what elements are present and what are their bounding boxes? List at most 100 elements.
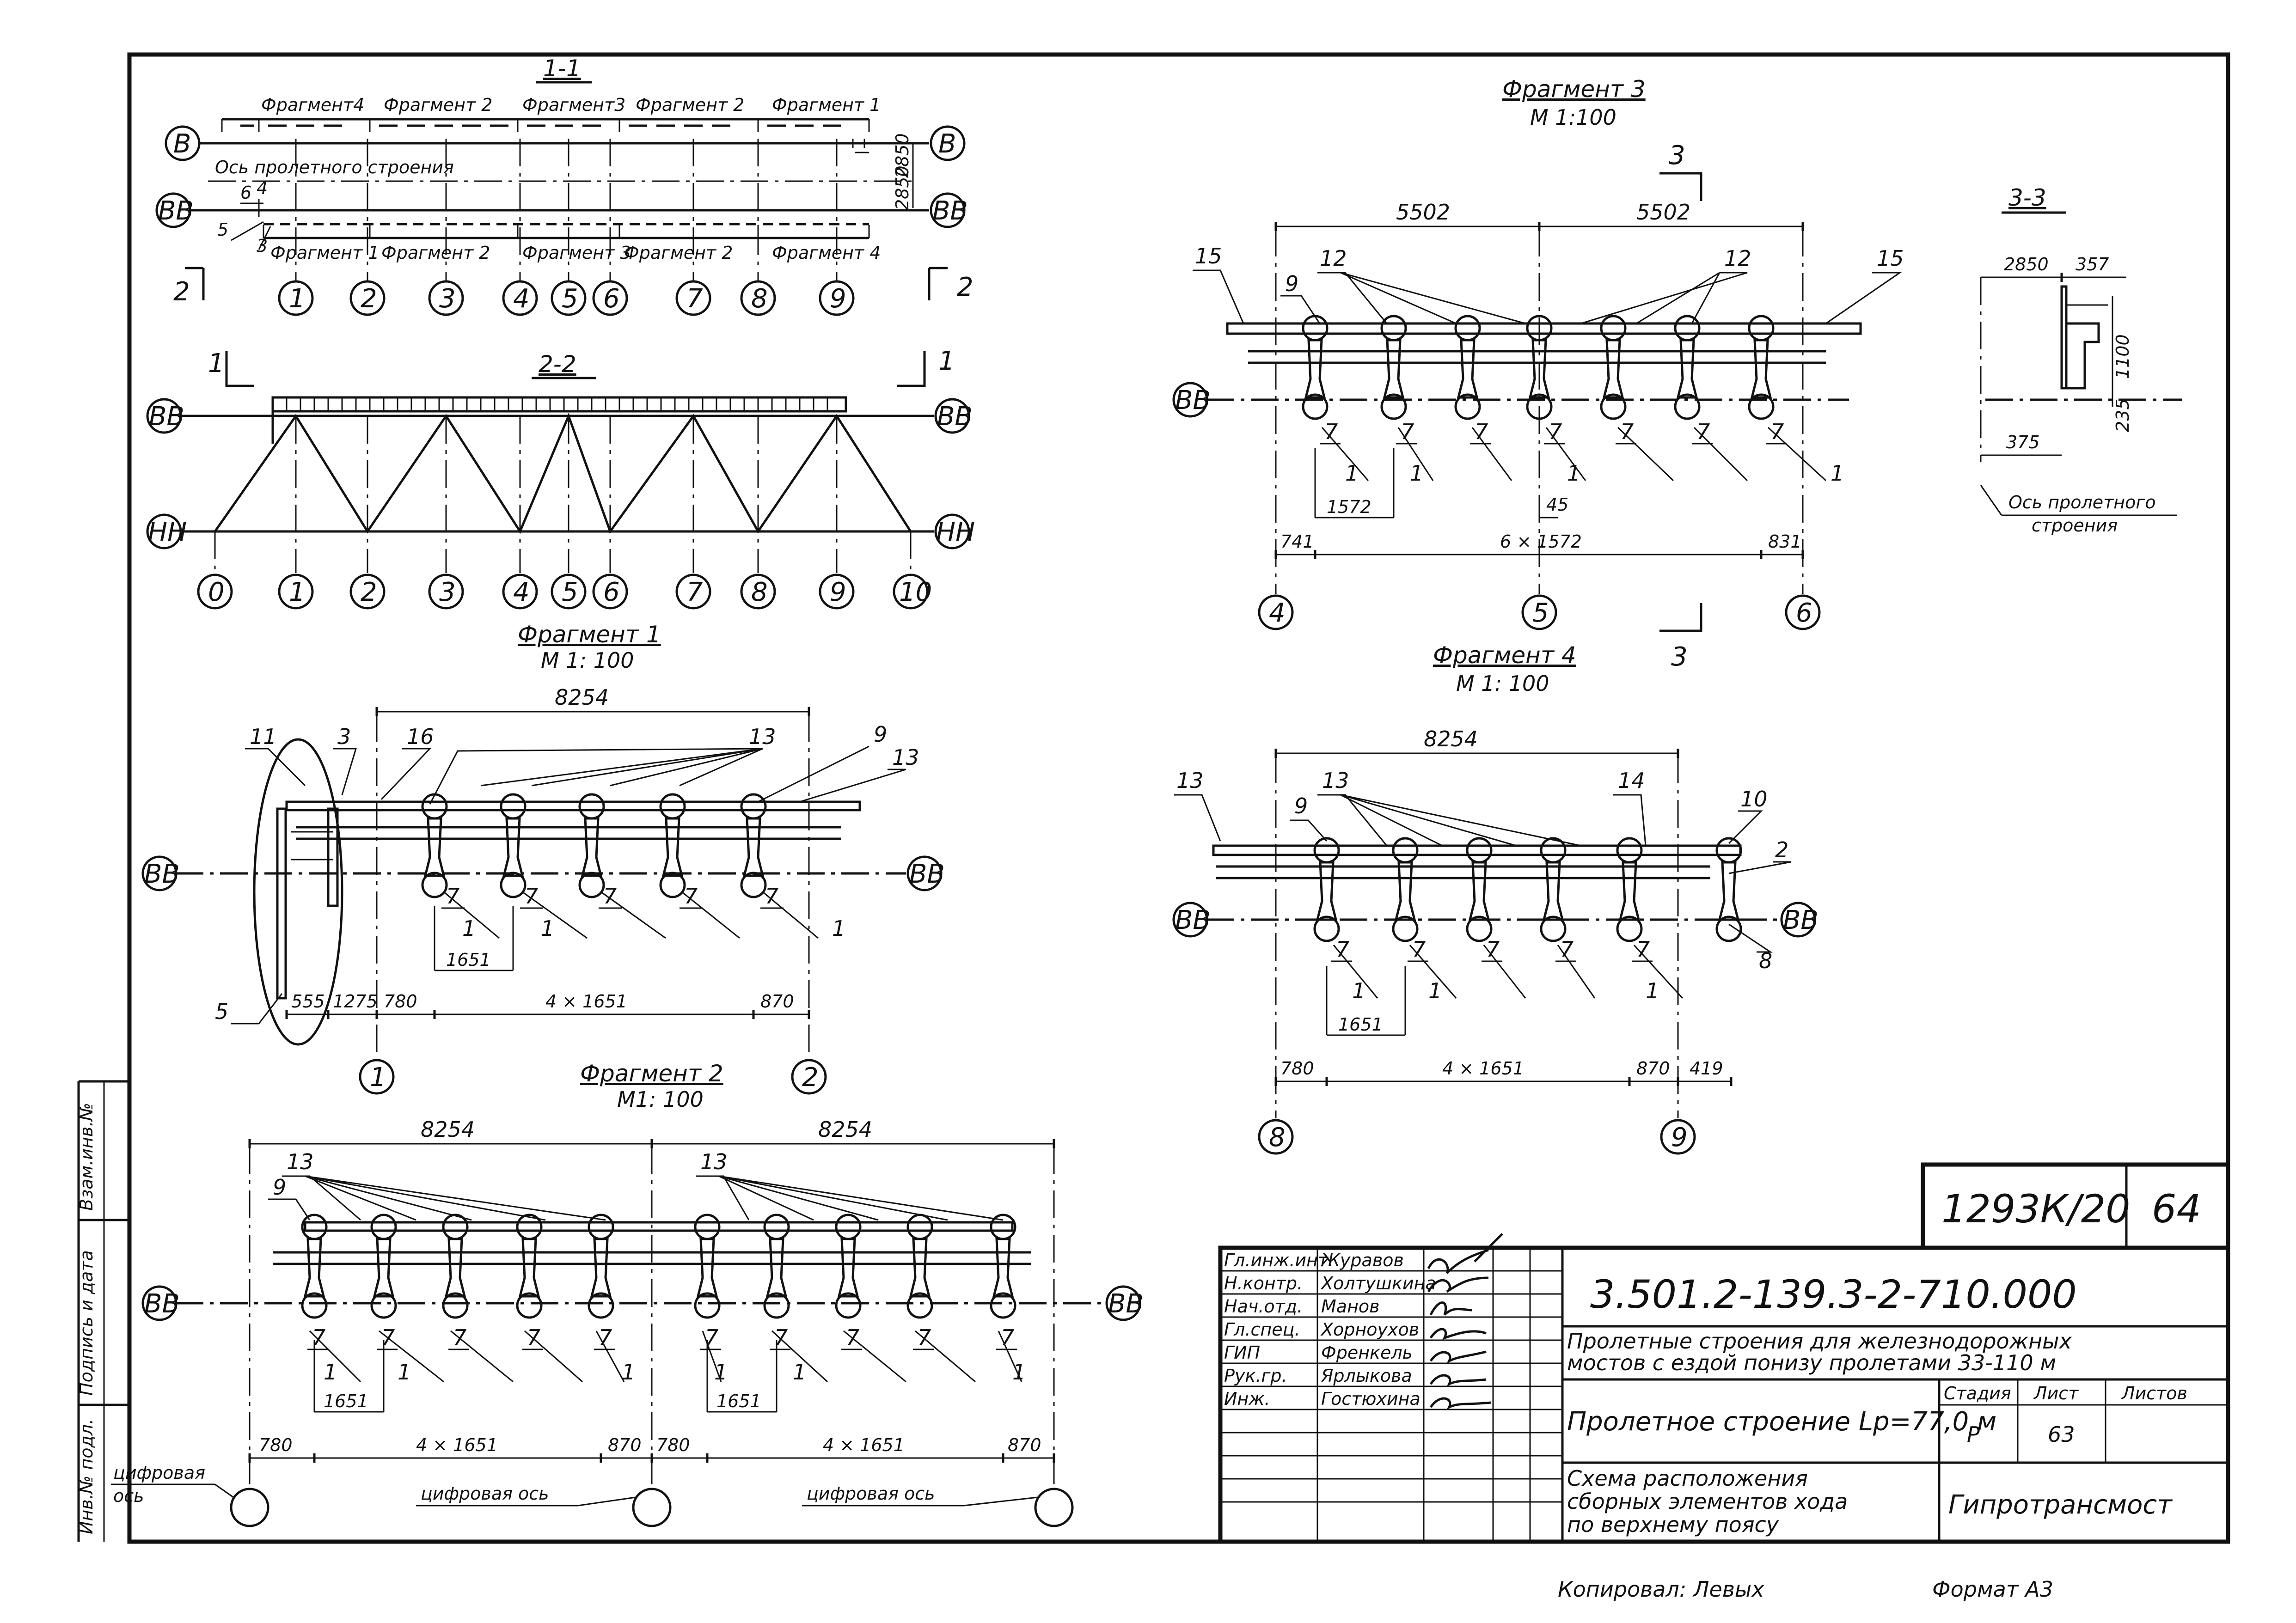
svg-text:3: 3 — [439, 577, 456, 607]
svg-text:4 × 1651: 4 × 1651 — [545, 991, 627, 1012]
fragment-2-title: Фрагмент 2 — [580, 1060, 723, 1087]
svg-text:Фрагмент 1: Фрагмент 1 — [270, 243, 379, 263]
section-1-1: 1-1 Фрагмент4 Фрагмент 2 Фрагмент3 Фрагм… — [155, 55, 974, 316]
svg-text:4: 4 — [513, 284, 530, 314]
section-3-3-title: 3-3 — [2008, 184, 2046, 211]
svg-text:1: 1 — [462, 916, 476, 941]
svg-text:ВВ: ВВ — [937, 402, 973, 432]
svg-text:7: 7 — [599, 1325, 612, 1350]
svg-text:2850: 2850 — [892, 133, 912, 178]
signature-5 — [1429, 1350, 1487, 1364]
svg-text:14: 14 — [1618, 768, 1645, 793]
svg-text:1: 1 — [289, 577, 306, 607]
svg-text:2: 2 — [361, 577, 377, 607]
svg-text:555: 555 — [291, 991, 325, 1012]
svg-text:13: 13 — [287, 1149, 314, 1174]
svg-text:12: 12 — [1320, 246, 1347, 271]
svg-text:Инж.: Инж. — [1224, 1389, 1270, 1409]
svg-text:М 1:100: М 1:100 — [1530, 105, 1616, 130]
svg-text:7: 7 — [453, 1325, 466, 1350]
sheet-format: Формат А3 — [1932, 1577, 2053, 1602]
section-3-3: 3-3 2850 357 1100 235 375 Ось пролетного… — [1980, 184, 2182, 536]
svg-text:ГИП: ГИП — [1224, 1342, 1260, 1363]
signature-1 — [1427, 1233, 1503, 1274]
svg-text:Листов: Листов — [2121, 1383, 2187, 1403]
svg-text:9: 9 — [874, 722, 887, 747]
svg-text:1: 1 — [793, 1360, 806, 1385]
svg-text:строения: строения — [2032, 515, 2118, 536]
svg-text:по верхнему поясу: по верхнему поясу — [1567, 1512, 1779, 1537]
svg-text:1: 1 — [1352, 978, 1365, 1003]
svg-text:7: 7 — [1486, 937, 1500, 962]
svg-text:5: 5 — [215, 999, 228, 1024]
svg-text:1651: 1651 — [446, 950, 491, 970]
svg-text:375: 375 — [2006, 432, 2040, 452]
svg-text:7: 7 — [918, 1325, 931, 1350]
span-title: Пролетное строение Lр=77,0 м — [1567, 1407, 1996, 1437]
svg-text:1: 1 — [1428, 978, 1442, 1003]
svg-text:7: 7 — [1412, 937, 1426, 962]
svg-text:ВВ: ВВ — [1175, 905, 1211, 935]
svg-text:Хорноухов: Хорноухов — [1320, 1319, 1419, 1340]
svg-text:15: 15 — [1195, 244, 1222, 268]
svg-text:780: 780 — [1280, 1058, 1314, 1079]
svg-text:4 × 1651: 4 × 1651 — [823, 1435, 905, 1455]
svg-text:1: 1 — [1567, 461, 1580, 486]
svg-text:7: 7 — [1001, 1325, 1014, 1350]
section-1-1-title: 1-1 — [543, 55, 581, 82]
row-label-bb-left: ВВ — [158, 196, 194, 226]
svg-text:15: 15 — [1877, 246, 1904, 271]
side-label-replaced: Взам.инв.№ — [76, 1103, 97, 1211]
svg-text:цифровая ось: цифровая ось — [421, 1483, 549, 1504]
signature-7 — [1429, 1397, 1491, 1410]
svg-text:1: 1 — [1345, 461, 1359, 486]
svg-text:Фрагмент 3: Фрагмент 3 — [522, 243, 631, 263]
svg-text:Фрагмент 2: Фрагмент 2 — [624, 243, 733, 263]
svg-text:сборных элементов хода: сборных элементов хода — [1567, 1489, 1848, 1514]
svg-text:Журавов: Журавов — [1320, 1250, 1404, 1270]
svg-text:5: 5 — [562, 284, 578, 314]
svg-text:1100: 1100 — [2112, 334, 2133, 379]
svg-text:8254: 8254 — [421, 1117, 475, 1142]
svg-text:Н.контр.: Н.контр. — [1224, 1273, 1303, 1294]
svg-text:Фрагмент 1: Фрагмент 1 — [772, 95, 881, 115]
svg-text:ВВ: ВВ — [144, 859, 180, 889]
svg-text:9: 9 — [273, 1175, 286, 1200]
svg-text:М 1: 100: М 1: 100 — [541, 648, 634, 673]
fragment-4: Фрагмент 4 М 1: 100 8254 13 9 13 14 10 2… — [1172, 642, 1818, 1155]
svg-text:4: 4 — [513, 577, 530, 607]
svg-text:6: 6 — [240, 183, 251, 203]
svg-text:цифровая ось: цифровая ось — [807, 1483, 935, 1504]
svg-text:М1: 100: М1: 100 — [617, 1087, 704, 1112]
svg-text:Пролетные строения для железно: Пролетные строения для железнодорожных — [1567, 1329, 2072, 1354]
svg-text:ВВ: ВВ — [909, 859, 945, 889]
svg-text:7: 7 — [525, 884, 538, 909]
svg-text:1: 1 — [324, 1360, 337, 1385]
svg-text:ВВ: ВВ — [1108, 1289, 1144, 1319]
svg-text:2: 2 — [173, 277, 190, 307]
svg-text:9: 9 — [1294, 793, 1308, 818]
outer-frame — [127, 52, 2230, 1544]
svg-text:7: 7 — [1336, 937, 1349, 962]
signature-4 — [1429, 1328, 1487, 1340]
svg-text:831: 831 — [1768, 531, 1802, 552]
axis-label-1-1: Ось пролетного строения — [215, 157, 454, 177]
svg-text:Манов: Манов — [1321, 1296, 1380, 1317]
svg-text:Фрагмент 2: Фрагмент 2 — [636, 95, 744, 115]
svg-text:8: 8 — [751, 284, 768, 314]
svg-text:16: 16 — [407, 724, 434, 749]
row-label-bb-right: ВВ — [932, 196, 968, 226]
side-label-inventory: Инв.№ подл. — [76, 1419, 97, 1534]
svg-text:Гл.спец.: Гл.спец. — [1224, 1319, 1300, 1340]
svg-text:13: 13 — [1176, 768, 1204, 793]
svg-text:780: 780 — [384, 991, 417, 1012]
svg-text:3: 3 — [1671, 642, 1688, 672]
svg-text:5502: 5502 — [1636, 200, 1690, 225]
svg-text:1651: 1651 — [716, 1391, 761, 1411]
svg-text:Фрагмент 2: Фрагмент 2 — [381, 243, 490, 263]
svg-text:Френкель: Френкель — [1321, 1342, 1413, 1363]
svg-text:1: 1 — [398, 1360, 411, 1385]
svg-text:9: 9 — [1285, 271, 1298, 296]
svg-text:2: 2 — [1775, 837, 1788, 862]
